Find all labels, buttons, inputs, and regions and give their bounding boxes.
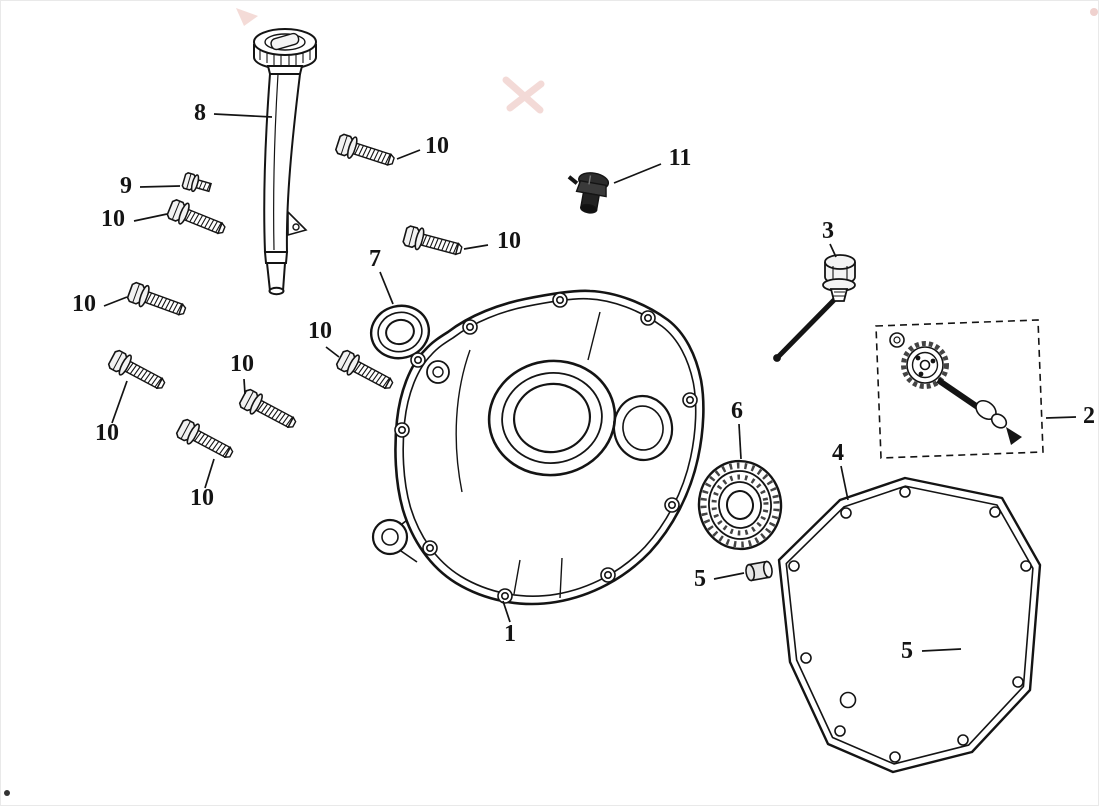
callout-4: 4 [832, 440, 844, 466]
cover-gasket [777, 476, 1042, 774]
governor-gear-assembly [875, 319, 1044, 459]
callout-2: 2 [1083, 403, 1095, 429]
callout-10: 10 [425, 133, 449, 159]
oil-dipstick-bolt [773, 254, 856, 362]
callout-10: 10 [190, 485, 214, 511]
dowel-pin [745, 560, 773, 582]
callout-5: 5 [901, 638, 913, 664]
oil-filler-tube [253, 28, 317, 296]
cover-bolt-holes [394, 292, 698, 604]
bolt-9 [181, 172, 212, 193]
gear-teeth [901, 341, 949, 389]
gasket-bolt-holes [788, 486, 1032, 763]
flange-bolt [237, 386, 301, 435]
ball-bearing [697, 459, 783, 551]
leader-lines [103, 113, 1077, 652]
flange-bolt [106, 347, 170, 396]
oil-seal [369, 304, 431, 360]
callout-10: 10 [497, 228, 521, 254]
callout-6: 6 [731, 398, 743, 424]
flange-bolt [401, 223, 465, 262]
watermark-artifact [236, 8, 1098, 114]
crankcase-cover [371, 289, 705, 606]
callout-10: 10 [230, 351, 254, 377]
oil-level-switch [567, 172, 610, 214]
flange-bolt [165, 197, 229, 241]
callout-10: 10 [308, 318, 332, 344]
callout-3: 3 [822, 218, 834, 244]
dashed-group-box [875, 319, 1044, 459]
callout-10: 10 [72, 291, 96, 317]
flange-bolt [333, 131, 398, 173]
callout-5: 5 [694, 566, 706, 592]
callout-11: 11 [669, 145, 692, 171]
page-mark [4, 790, 10, 796]
callout-8: 8 [194, 100, 206, 126]
flange-bolt [174, 416, 238, 465]
callout-7: 7 [369, 246, 381, 272]
flange-bolt [125, 279, 190, 322]
callout-1: 1 [504, 621, 516, 647]
callout-10: 10 [101, 206, 125, 232]
callout-10: 10 [95, 420, 119, 446]
callout-9: 9 [120, 173, 132, 199]
